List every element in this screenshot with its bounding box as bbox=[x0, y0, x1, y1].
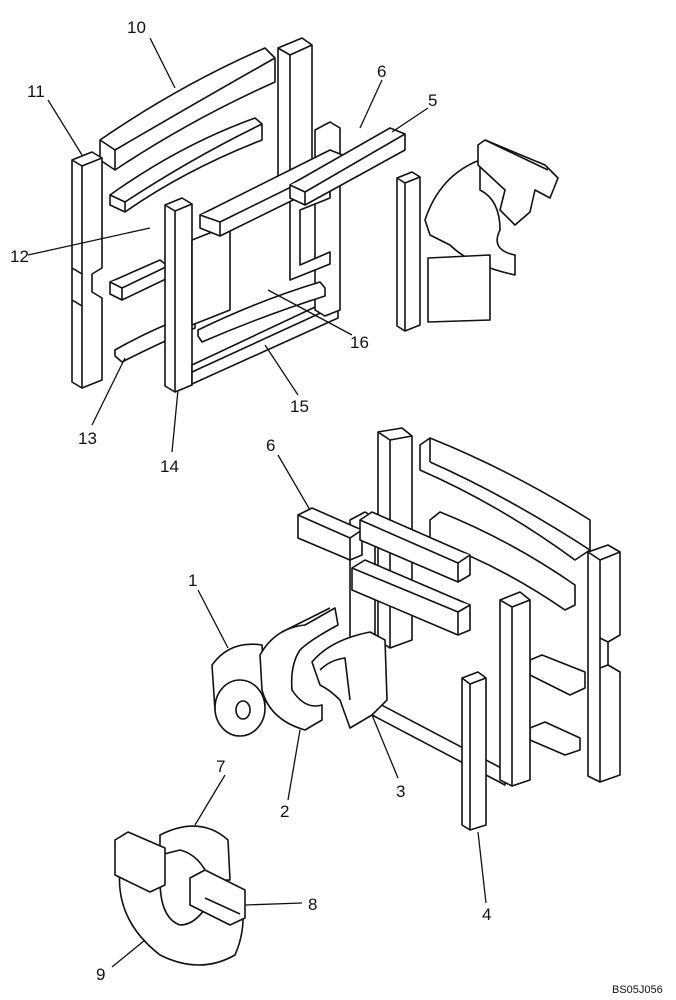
ring-base-9 bbox=[118, 869, 244, 966]
callout-13: 13 bbox=[78, 429, 97, 448]
callout-16: 16 bbox=[350, 333, 369, 352]
callout-6-upper: 6 bbox=[377, 62, 386, 81]
callout-3: 3 bbox=[396, 782, 405, 801]
callout-5: 5 bbox=[428, 91, 437, 110]
curved-collar-2 bbox=[259, 607, 339, 731]
callout-10: 10 bbox=[127, 18, 146, 37]
callout-8: 8 bbox=[308, 895, 317, 914]
callout-15: 15 bbox=[290, 397, 309, 416]
figure-code: BS05J056 bbox=[612, 984, 663, 996]
clip-bracket bbox=[477, 139, 559, 226]
callout-4: 4 bbox=[482, 905, 491, 924]
flat-plate bbox=[427, 254, 491, 323]
separate-post bbox=[396, 171, 421, 332]
lower-cross-bar-2 bbox=[529, 654, 586, 696]
callout-2: 2 bbox=[280, 802, 289, 821]
callout-1: 1 bbox=[188, 571, 197, 590]
front-frame-post bbox=[164, 197, 193, 393]
inner-panel bbox=[191, 224, 231, 326]
clamp-ring-parts bbox=[114, 825, 246, 966]
lower-front-right-post bbox=[499, 591, 531, 787]
upper-frame-assembly bbox=[71, 37, 406, 393]
callout-7: 7 bbox=[216, 757, 225, 776]
callout-12: 12 bbox=[10, 247, 29, 266]
lower-right-split-post bbox=[587, 544, 621, 783]
clamp-block-left bbox=[114, 831, 166, 893]
center-parts bbox=[211, 607, 388, 737]
leader-lines bbox=[27, 37, 487, 968]
callout-9: 9 bbox=[96, 965, 105, 984]
callout-11: 11 bbox=[27, 82, 45, 101]
clamp-block-right bbox=[189, 869, 246, 926]
lower-post-4 bbox=[461, 671, 487, 831]
curved-collar-3 bbox=[311, 631, 388, 729]
lower-cross-bar-3 bbox=[529, 721, 581, 756]
curved-top-shield bbox=[99, 47, 276, 171]
callout-labels: 10 11 12 13 14 15 16 6 5 6 1 2 3 4 7 8 9… bbox=[10, 18, 663, 996]
left-split-post bbox=[71, 151, 103, 389]
callout-14: 14 bbox=[160, 457, 179, 476]
upper-arc-7 bbox=[159, 825, 231, 881]
lower-frame-assembly bbox=[297, 427, 621, 831]
callout-6-lower: 6 bbox=[266, 436, 275, 455]
upper-right-parts bbox=[396, 139, 559, 332]
